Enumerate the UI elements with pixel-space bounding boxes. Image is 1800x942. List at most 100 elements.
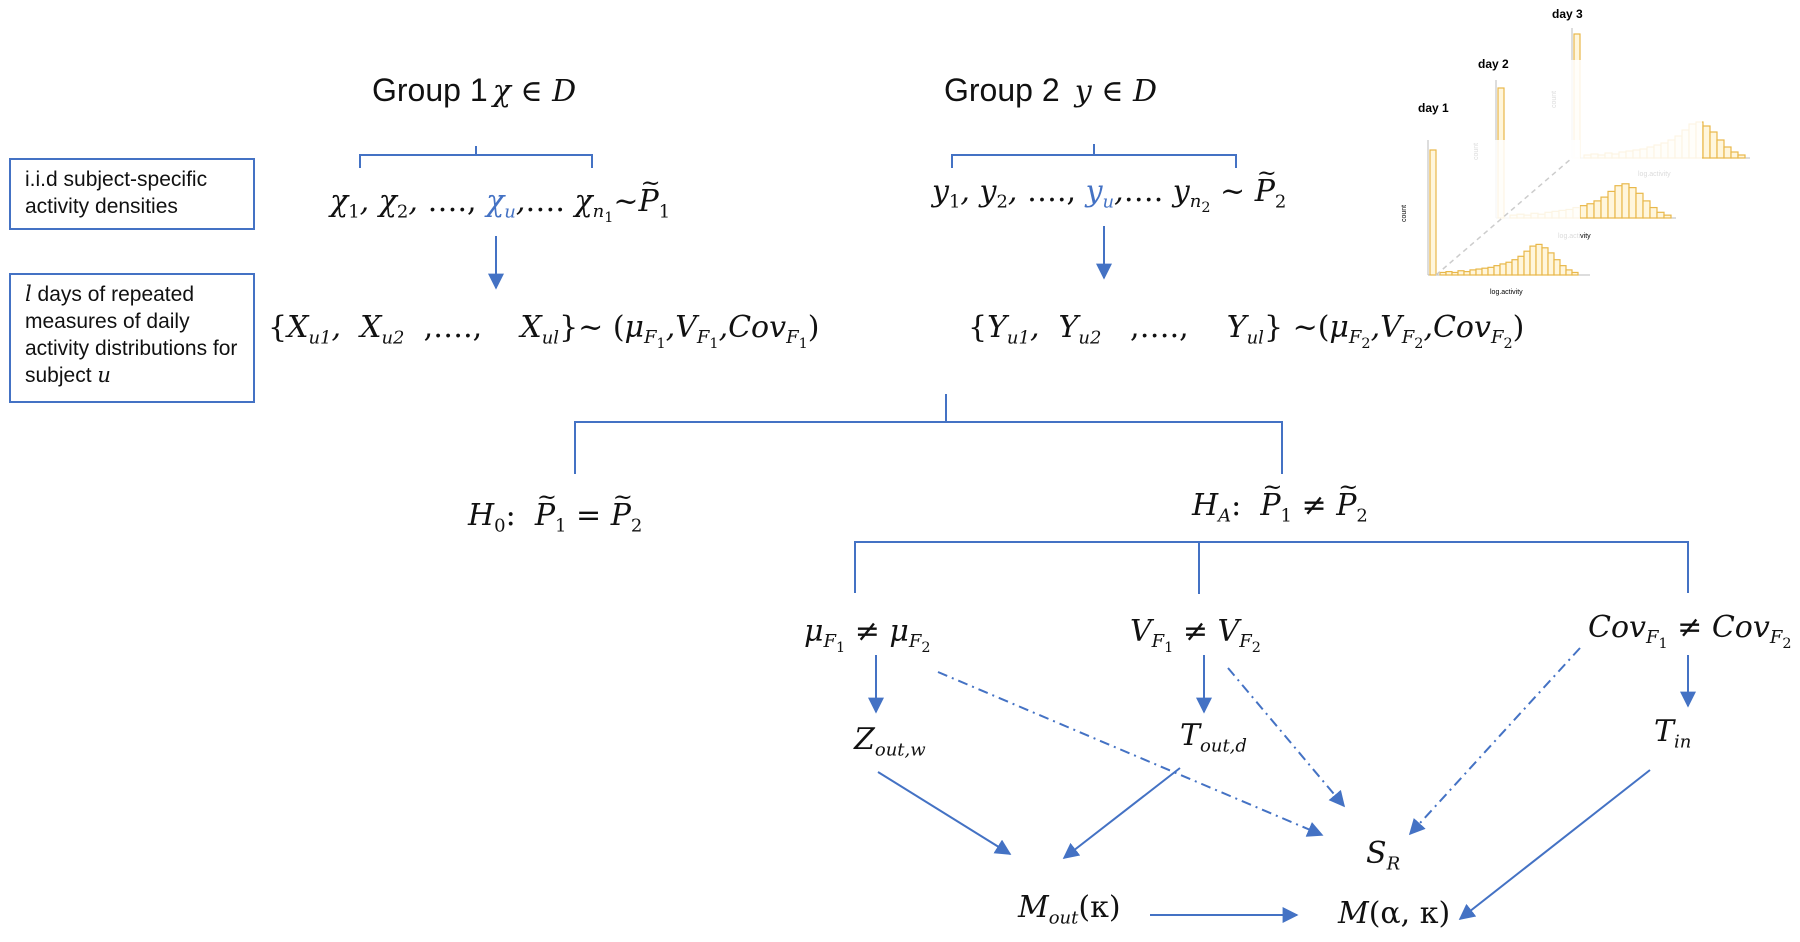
dashed-var-sr (1227, 667, 1346, 808)
t-out-statistic: Tout,d (1180, 718, 1247, 756)
histogram-bar (1723, 146, 1732, 159)
histogram-bar (1614, 185, 1623, 219)
covariance-difference: CovF1 ≠ CovF2 (1588, 610, 1792, 653)
dashed-mean-sr (937, 671, 1324, 837)
histogram-bar (1593, 200, 1602, 219)
day3-label: day 3 (1552, 7, 1583, 21)
m-out-symbol: M (1018, 890, 1049, 925)
day1-label: day 1 (1418, 101, 1449, 115)
histogram-bar (1730, 151, 1739, 159)
group1-bracket (359, 146, 593, 168)
z-out-statistic: Zout,w (854, 722, 926, 760)
histogram-bar (1451, 271, 1459, 276)
densities-box: i.i.d subject-specific activity densitie… (9, 158, 255, 230)
repeated-measures-box: l days of repeated measures of daily act… (9, 273, 255, 403)
histogram-bar (1493, 265, 1501, 276)
null-hypothesis-sub: 0 (494, 515, 506, 537)
group2-bracket (951, 144, 1237, 168)
group2-subject-sequence: y1, y2, …., yu,…. yn2 ~ P2 (932, 159, 1286, 216)
t-in-subscript: in (1674, 731, 1692, 753)
group1-repeated-measures: {Xu1, Xu2 ,…., Xul}~ (μF1,VF1,CovF1) (268, 310, 820, 353)
variance-difference: VF1 ≠ VF2 (1130, 614, 1261, 657)
s-r-subscript: R (1386, 853, 1401, 875)
dashed-cov-sr (1408, 647, 1581, 836)
histogram-bar (1621, 183, 1630, 219)
histogram-bar (1457, 270, 1465, 276)
histogram-bar (1499, 263, 1507, 276)
group2-repeated-measures: {Yu1, Yu2 ,…., Yul} ~(μF2,VF2,CovF2) (968, 310, 1525, 353)
hypothesis-bracket (574, 394, 1283, 474)
daily-histograms-inset: .hb { fill:#fff6dc; stroke:#e8b84a; stro… (1401, 7, 1750, 296)
histogram-bar (1663, 214, 1672, 219)
histogram-bar (1481, 267, 1489, 276)
histogram-bar (1600, 196, 1609, 219)
arrow-tin-m (1458, 769, 1651, 920)
densities-text: i.i.d subject-specific activity densitie… (25, 168, 208, 218)
histogram-bar (1523, 250, 1531, 276)
histogram-bar (1541, 247, 1549, 276)
m-out-statistic: Mout(κ) (1018, 890, 1121, 928)
group1-label: Group 1 (372, 72, 488, 108)
t-out-subscript: out,d (1200, 735, 1247, 757)
group1-set: χ ∈ D (492, 74, 577, 109)
histogram-bar (1505, 261, 1513, 276)
histogram-bar (1709, 131, 1718, 159)
group2-set: y ∈ D (1074, 74, 1157, 109)
alt-hypothesis-label: H (1192, 488, 1219, 523)
histogram-bar (1445, 271, 1453, 276)
m-out-argument: (κ) (1078, 890, 1121, 925)
histogram-bar (1559, 265, 1567, 276)
day2-label: day 2 (1478, 57, 1509, 71)
histogram-bar (1547, 252, 1555, 276)
histogram-bar (1487, 266, 1495, 276)
group1-title: Group 1 χ ∈ D (372, 72, 576, 109)
null-hypothesis-label: H (468, 498, 495, 533)
m-comb-symbol: M (1338, 896, 1369, 931)
z-out-subscript: out,w (874, 739, 926, 761)
s-r-statistic: SR (1366, 836, 1400, 874)
s-r-symbol: S (1366, 836, 1387, 871)
histogram-bar (1649, 206, 1658, 219)
histogram-bar (1716, 139, 1725, 159)
alternative-hypothesis: HA: P1 ≠ P2 (1192, 473, 1368, 527)
t-in-symbol: T (1654, 714, 1675, 749)
histogram-bar (1535, 243, 1543, 276)
histogram-bar (1737, 154, 1746, 159)
alternatives-bracket (854, 541, 1689, 594)
histogram-bar (1529, 245, 1537, 276)
histogram-bar (1607, 190, 1616, 219)
histogram-bar (1571, 271, 1579, 276)
m-out-subscript: out (1048, 907, 1079, 929)
histogram-bar (1702, 125, 1711, 159)
repeated-subject-var: u (97, 363, 111, 387)
histogram-bar (1469, 269, 1477, 276)
arrow-tout-mout (1062, 767, 1181, 859)
histogram-bar (1565, 269, 1573, 276)
histogram-bar (1511, 259, 1519, 276)
day1-xlabel: log.activity (1490, 289, 1523, 296)
mean-difference: μF1 ≠ μF2 (804, 614, 931, 657)
day1-ylabel: count (1401, 205, 1408, 222)
histogram-bar (1586, 203, 1595, 219)
t-out-symbol: T (1180, 718, 1201, 753)
histogram-bar (1656, 211, 1665, 219)
histogram-bar (1628, 187, 1637, 219)
arrow-zout-mout (877, 771, 1012, 855)
m-comb-argument: (α, κ) (1368, 896, 1451, 931)
repeated-text: days of repeated measures of daily activ… (25, 283, 238, 387)
histogram-bar (1579, 205, 1588, 219)
histogram-bar (1475, 268, 1483, 276)
combined-m-statistic: M(α, κ) (1338, 896, 1450, 931)
z-out-symbol: Z (854, 722, 875, 757)
null-hypothesis: H0: P1 = P2 (468, 483, 642, 537)
histogram-bar (1439, 271, 1447, 276)
repeated-days-var: l (25, 282, 32, 306)
group2-title: Group 2 y ∈ D (944, 72, 1157, 109)
group1-subject-sequence: χ1, χ2, …., χu,…. χn1~P1 (330, 169, 670, 226)
histogram-bar (1642, 200, 1651, 219)
group2-label: Group 2 (944, 72, 1060, 108)
alt-hypothesis-sub: A (1218, 505, 1232, 527)
histogram-bar (1463, 271, 1471, 276)
histogram-bar (1553, 259, 1561, 276)
